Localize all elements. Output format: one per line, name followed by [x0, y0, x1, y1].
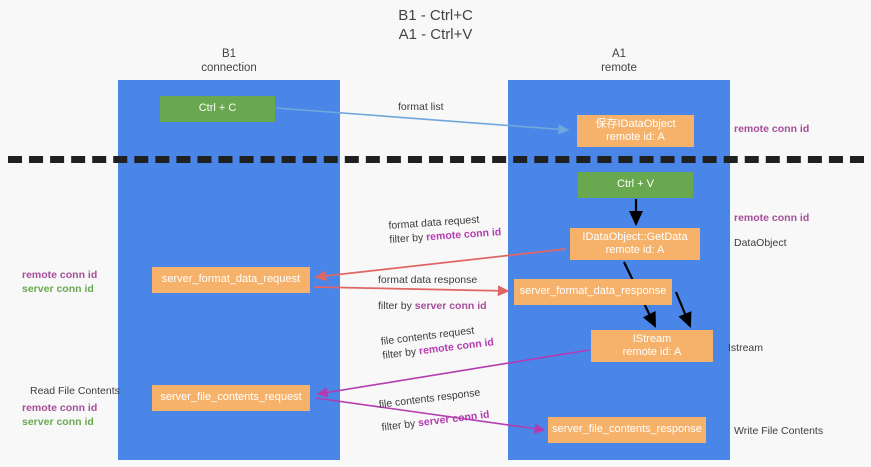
- filter-prefix: filter by: [378, 300, 415, 312]
- box-ctrl-v[interactable]: Ctrl + V: [578, 172, 693, 198]
- box-server-format-data-response-label: server_format_data_response: [519, 285, 667, 298]
- annotation-right-write-file-contents: Write File Contents: [734, 424, 823, 438]
- edge-label-file-contents-response-filter: filter by server conn id: [381, 408, 490, 435]
- annotation-right-remote-conn-id-2: remote conn id: [734, 211, 809, 225]
- annotation-text: Istream: [728, 342, 764, 354]
- phase-divider: [8, 156, 864, 163]
- filter-key-server-conn-id: server conn id: [417, 408, 491, 430]
- filter-key-server-conn-id: server conn id: [414, 300, 487, 312]
- box-server-format-data-request[interactable]: server_format_data_request: [152, 267, 310, 293]
- lane-header-a1-name: A1: [611, 48, 627, 60]
- annotation-server-conn-id: server conn id: [22, 416, 94, 428]
- annotation-left-conn-ids-1: remote conn id server conn id: [22, 268, 97, 296]
- box-istream[interactable]: IStream remote id: A: [591, 330, 713, 362]
- box-istream-label: IStream: [632, 332, 672, 345]
- box-server-file-contents-response[interactable]: server_file_contents_response: [548, 417, 706, 443]
- annotation-left-conn-ids-2: remote conn id server conn id: [22, 401, 97, 429]
- page-title-line-1: B1 - Ctrl+C: [398, 7, 473, 24]
- box-idataobject-getdata-label: IDataObject::GetData: [582, 230, 688, 243]
- box-server-format-data-response[interactable]: server_format_data_response: [514, 279, 672, 305]
- filter-prefix: filter by: [389, 231, 427, 246]
- box-save-idataobject-remote-id: remote id: A: [606, 131, 665, 143]
- edge-label-format-data-request: format data request filter by remote con…: [388, 211, 502, 247]
- box-server-file-contents-request-label: server_file_contents_request: [160, 391, 302, 404]
- lane-header-b1: B1 connection: [118, 47, 340, 75]
- annotation-remote-conn-id: remote conn id: [22, 269, 98, 281]
- edge-label-format-list-text: format list: [398, 101, 444, 113]
- annotation-text: DataObject: [734, 237, 787, 249]
- box-istream-remote-id: remote id: A: [622, 346, 682, 358]
- edge-label-file-contents-response: file contents response filter by server …: [378, 385, 490, 435]
- lane-header-a1: A1 remote: [508, 47, 730, 75]
- annotation-server-conn-id: server conn id: [22, 283, 94, 295]
- edge-label-format-data-response-filter: filter by server conn id: [378, 299, 487, 313]
- annotation-text: Write File Contents: [734, 425, 824, 437]
- box-server-format-data-request-label: server_format_data_request: [161, 273, 301, 286]
- edge-label-format-data-response: format data response filter by server co…: [378, 273, 487, 313]
- annotation-left-read-file-contents: Read File Contents: [30, 384, 120, 398]
- lane-header-b1-role: connection: [201, 62, 257, 74]
- box-ctrl-c[interactable]: Ctrl + C: [160, 96, 275, 122]
- annotation-text: remote conn id: [734, 123, 810, 135]
- box-server-file-contents-response-label: server_file_contents_response: [552, 423, 702, 436]
- annotation-remote-conn-id: remote conn id: [22, 402, 98, 414]
- filter-key-remote-conn-id: remote conn id: [425, 226, 502, 244]
- box-ctrl-c-label: Ctrl + C: [198, 102, 237, 115]
- edge-label-format-data-response-line-1: format data response: [378, 274, 478, 286]
- page-title: B1 - Ctrl+C A1 - Ctrl+V: [0, 6, 871, 44]
- annotation-right-remote-conn-id-1: remote conn id: [734, 122, 809, 136]
- edge-label-file-contents-response-line-1: file contents response: [378, 386, 481, 411]
- annotation-right-istream: Istream: [728, 341, 763, 355]
- box-save-idataobject-label: 保存IDataObject: [595, 117, 676, 130]
- edge-label-file-contents-request: file contents request filter by remote c…: [380, 321, 495, 362]
- annotation-text: Read File Contents: [30, 385, 120, 397]
- filter-prefix: filter by: [381, 345, 420, 362]
- box-idataobject-getdata-remote-id: remote id: A: [605, 244, 665, 256]
- box-idataobject-getdata[interactable]: IDataObject::GetData remote id: A: [570, 228, 700, 260]
- box-ctrl-v-label: Ctrl + V: [617, 178, 654, 191]
- edge-label-format-list: format list: [398, 100, 444, 114]
- lane-header-a1-role: remote: [601, 62, 637, 74]
- box-save-idataobject[interactable]: 保存IDataObject remote id: A: [577, 115, 694, 147]
- annotation-right-dataobject: DataObject: [734, 236, 787, 250]
- box-server-file-contents-request[interactable]: server_file_contents_request: [152, 385, 310, 411]
- annotation-text: remote conn id: [734, 212, 810, 224]
- lane-header-b1-name: B1: [221, 48, 237, 60]
- filter-prefix: filter by: [380, 417, 419, 434]
- page-title-line-2: A1 - Ctrl+V: [398, 26, 473, 43]
